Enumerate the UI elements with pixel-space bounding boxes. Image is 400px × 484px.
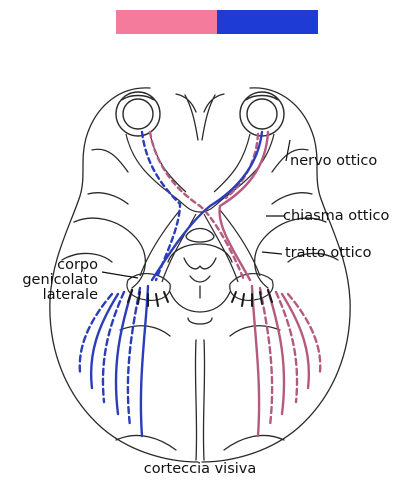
- pink-radiation-1: [252, 286, 259, 436]
- eyes: [116, 92, 284, 136]
- leader-lgn: [102, 272, 138, 278]
- pink-radiation-4: [276, 292, 297, 402]
- label-lgn-line1: corpo: [10, 258, 98, 273]
- label-optic-tract: tratto ottico: [285, 246, 372, 261]
- label-visual-cortex: corteccia visiva: [0, 462, 400, 477]
- pink-radiation-6: [288, 294, 320, 372]
- label-optic-chiasm: chiasma ottico: [283, 209, 389, 224]
- blue-radiation-6: [80, 294, 112, 372]
- optic-nerve-sheaths: [126, 134, 274, 282]
- blue-radiation-2: [128, 288, 140, 426]
- label-lgn-line2: genicolato: [10, 273, 98, 288]
- blue-radiation-4: [103, 292, 124, 402]
- leader-optic-tract: [262, 252, 282, 254]
- blue-radiation-1: [141, 286, 148, 436]
- label-lateral-geniculate: corpo genicolato laterale: [10, 258, 98, 304]
- blue-radiation-5: [91, 294, 118, 388]
- label-optic-nerve: nervo ottico: [290, 154, 377, 169]
- pink-visual-pathway: [150, 132, 320, 436]
- pink-radiation-2: [260, 288, 272, 426]
- blue-right-nerve-cross-solid: [152, 132, 262, 280]
- left-eye-icon: [116, 92, 160, 136]
- label-lgn-line3: laterale: [10, 288, 98, 303]
- pink-radiation-5: [282, 294, 309, 388]
- right-eye-icon: [240, 92, 284, 136]
